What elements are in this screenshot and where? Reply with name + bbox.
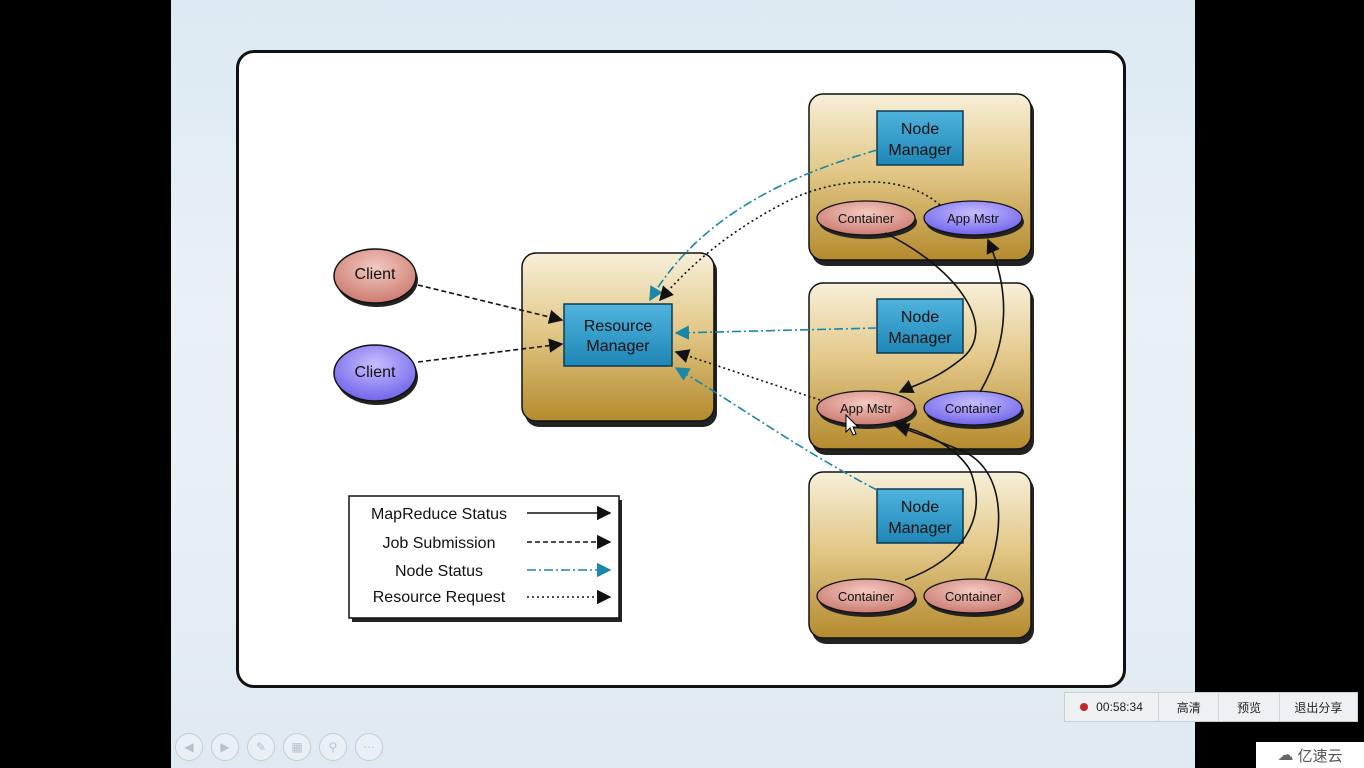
arrow-mapreduce-status-2 [979,238,1005,393]
node2-app-mstr-label: App Mstr [840,401,893,416]
node3-container-2: Container [923,578,1024,617]
recording-timer: 00:58:34 [1065,693,1160,721]
arrow-resource-request-2 [674,349,821,401]
node2-container-label: Container [945,401,1002,416]
client-blue: Client [333,344,418,405]
node-manager-1-label-1: Node [901,121,939,138]
node-manager-1-label-2: Manager [888,142,952,159]
watermark: ☁ 亿速云 [1256,742,1364,768]
arrow-mapreduce-status-3 [891,419,977,581]
node1-container-label: Container [838,211,895,226]
client-red-label: Client [355,266,396,283]
pen-icon[interactable]: ✎ [247,733,275,761]
exit-share-label: 退出分享 [1294,700,1343,715]
next-icon[interactable]: ▶ [211,733,239,761]
watermark-text: 亿速云 [1297,747,1343,765]
node2-container: Container [923,390,1024,429]
slides-icon[interactable]: ▦ [283,733,311,761]
prev-icon[interactable]: ◀ [175,733,203,761]
timer-text: 00:58:34 [1096,700,1143,714]
legend-label-job-submission: Job Submission [383,535,496,552]
record-dot-icon [1080,703,1089,711]
preview-label: 预览 [1237,700,1262,715]
node-manager-1: Node Manager [876,110,964,166]
node3-container-1-label: Container [838,589,895,604]
legend-label-node-status: Node Status [395,563,483,580]
node-manager-2: Node Manager [876,298,964,354]
client-blue-label: Client [355,364,396,381]
hd-label: 高清 [1176,700,1201,715]
cloud-logo-icon: ☁ [1277,747,1294,764]
resource-manager-box: Resource Manager [521,252,717,427]
node3-container-1: Container [816,578,917,617]
arrow-job-submission-1 [417,284,564,324]
client-red: Client [333,248,418,307]
preview-button[interactable]: 预览 [1219,693,1280,721]
arrow-node-status-1 [649,149,878,302]
node2-app-mstr: App Mstr [816,390,917,429]
legend-label-resource-request: Resource Request [373,589,506,606]
more-icon[interactable]: ⋯ [355,733,383,761]
arrow-job-submission-2 [417,338,564,363]
resource-manager-label-1: Resource [584,318,653,335]
node-manager-2-label-2: Manager [888,330,952,347]
node-manager-3-label-1: Node [901,499,939,516]
node3-container-2-label: Container [945,589,1002,604]
hd-button[interactable]: 高清 [1159,693,1220,721]
arrow-mapreduce-status-1 [884,232,977,394]
exit-share-button[interactable]: 退出分享 [1280,693,1357,721]
resource-manager-label-2: Manager [586,338,650,355]
zoom-icon[interactable]: ⚲ [319,733,347,761]
mouse-cursor-icon [845,413,860,436]
node1-app-mstr-label: App Mstr [947,211,1000,226]
node1-app-mstr: App Mstr [923,200,1024,239]
legend-label-mapreduce-status: MapReduce Status [371,506,507,523]
node-manager-2-label-1: Node [901,309,939,326]
node-manager-3: Node Manager [876,488,964,544]
legend: MapReduce Status Job Submission Node Sta… [348,495,622,622]
arrow-node-status-3 [674,367,878,491]
arrow-mapreduce-status-4 [894,423,1000,581]
slide-nav-controls: ◀ ▶ ✎ ▦ ⚲ ⋯ [175,733,383,765]
node1-container: Container [816,200,917,239]
recording-toolbar: 00:58:34 高清 预览 退出分享 [1064,692,1358,722]
node-manager-3-label-2: Manager [888,520,952,537]
